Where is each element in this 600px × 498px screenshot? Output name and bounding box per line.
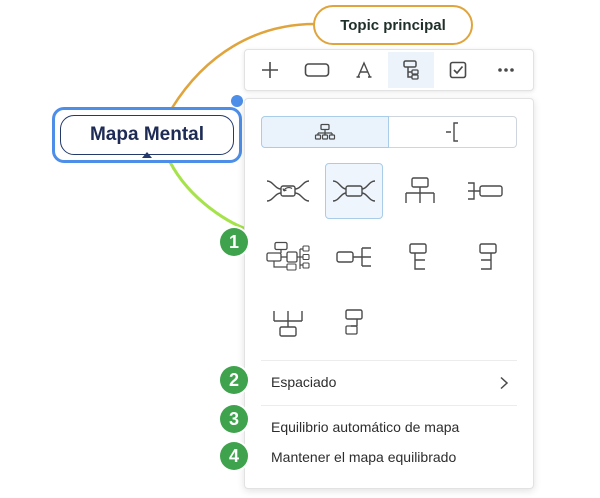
layout-option-right-map[interactable] [457, 163, 515, 219]
checkbox-icon [449, 61, 467, 79]
keep-balanced-row[interactable]: Mantener el mapa equilibrado [271, 449, 456, 465]
step-badge-1: 1 [220, 228, 248, 256]
step-badge-3: 3 [220, 405, 248, 433]
auto-balance-row[interactable]: Equilibrio automático de mapa [271, 419, 459, 435]
structure-icon [403, 60, 419, 80]
org-chart-icon [314, 123, 336, 140]
layout-option-org-chart-down[interactable] [391, 163, 449, 219]
logic-chart-icon [266, 241, 310, 271]
bracket-icon [445, 122, 458, 142]
keep-balanced-label: Mantener el mapa equilibrado [271, 449, 457, 465]
mind-map-icon [332, 180, 376, 202]
text-style-button[interactable] [341, 52, 387, 88]
mind-map-clockwise-icon [266, 180, 310, 202]
central-topic-label: Mapa Mental [89, 124, 205, 145]
chevron-right-icon[interactable] [499, 376, 509, 390]
task-button[interactable] [435, 52, 481, 88]
list-icon [345, 309, 363, 335]
spacing-label: Espaciado [271, 374, 337, 390]
step-badge-2: 2 [220, 366, 248, 394]
central-topic-node[interactable]: Mapa Mental [60, 115, 234, 155]
central-topic-selection[interactable]: Mapa Mental [52, 107, 242, 163]
panel-divider [261, 360, 517, 361]
layout-option-tree-left[interactable] [457, 229, 515, 285]
central-topic-tail [142, 152, 152, 158]
left-tree-icon [336, 247, 371, 267]
spacing-row[interactable]: Espaciado [271, 374, 336, 390]
segment-org-chart[interactable] [261, 116, 389, 148]
layout-option-tree-right[interactable] [391, 229, 449, 285]
selection-anchor-dot[interactable] [231, 95, 243, 107]
layout-option-mind-map[interactable] [325, 163, 383, 219]
layout-option-list[interactable] [325, 295, 383, 351]
panel-divider [261, 405, 517, 406]
step-badge-4: 4 [220, 442, 248, 470]
plus-icon [262, 62, 278, 78]
layout-option-org-chart-up[interactable] [259, 295, 317, 351]
layout-option-logic-chart[interactable] [259, 229, 317, 285]
org-chart-up-icon [273, 311, 303, 337]
auto-balance-label: Equilibrio automático de mapa [271, 419, 460, 435]
right-map-icon [468, 182, 503, 200]
tree-right-icon [409, 243, 427, 270]
more-options-button[interactable] [483, 52, 529, 88]
tree-left-icon [479, 243, 497, 270]
org-chart-down-icon [405, 177, 435, 203]
layout-option-left-tree[interactable] [325, 229, 383, 285]
structure-panel: Espaciado Equilibrio automático de mapa … [244, 98, 534, 489]
more-icon [498, 68, 514, 72]
shape-button[interactable] [294, 52, 340, 88]
rectangle-icon [304, 63, 330, 77]
structure-button[interactable] [388, 52, 434, 88]
text-a-icon [356, 61, 372, 78]
topic-principal-node[interactable]: Topic principal [313, 5, 473, 45]
add-topic-button[interactable] [247, 52, 293, 88]
segment-bracket[interactable] [389, 116, 517, 148]
floating-toolbar [244, 49, 534, 91]
green-branch-line [168, 161, 256, 234]
layout-option-mind-map-clockwise[interactable] [259, 163, 317, 219]
